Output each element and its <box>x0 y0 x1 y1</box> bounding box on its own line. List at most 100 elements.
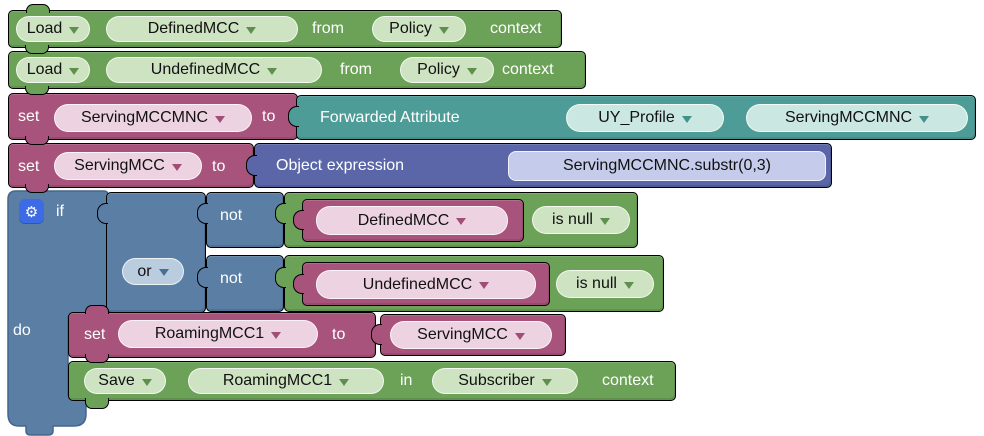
connector-tab <box>25 184 49 193</box>
value-connector-knob <box>371 324 382 345</box>
load2-from-label: from <box>340 61 372 78</box>
set3-value-label: ServingMCC <box>417 326 508 343</box>
load2-context-dropdown[interactable]: Policy <box>400 57 494 83</box>
block-or-operation[interactable] <box>106 192 206 313</box>
save-variable-dropdown[interactable]: RoamingMCC1 <box>188 368 384 394</box>
or-label: or <box>137 262 152 280</box>
profile-dropdown[interactable]: UY_Profile <box>566 104 724 132</box>
value-connector-knob <box>97 203 108 224</box>
chevron-down-icon <box>919 115 930 123</box>
value-connector-knob <box>275 203 286 224</box>
save-action-label: Save <box>98 372 135 389</box>
value-connector-knob <box>293 274 304 294</box>
set2-keyword: set <box>18 158 40 175</box>
load2-context-name: Policy <box>417 61 460 78</box>
chevron-down-icon <box>466 67 477 75</box>
value-connector-knob <box>293 210 304 230</box>
load2-action-dropdown[interactable]: Load <box>16 57 90 83</box>
set1-variable-label: ServingMCCMNC <box>80 109 209 126</box>
chevron-down-icon <box>438 26 449 34</box>
set1-to-label: to <box>262 108 276 125</box>
load1-variable-dropdown[interactable]: DefinedMCC <box>106 16 298 42</box>
chevron-down-icon <box>456 218 467 225</box>
chevron-down-icon <box>171 163 182 171</box>
mutator-gear-icon[interactable]: ⚙ <box>19 199 44 224</box>
set2-variable-dropdown[interactable]: ServingMCC <box>54 152 202 180</box>
save-variable-label: RoamingMCC1 <box>222 372 333 389</box>
set1-variable-dropdown[interactable]: ServingMCCMNC <box>54 104 252 132</box>
value-connector-knob <box>275 267 286 288</box>
connector-tab <box>25 86 49 95</box>
load-action-dropdown[interactable]: Load <box>16 16 90 42</box>
cond2-variable-dropdown[interactable]: UndefinedMCC <box>316 270 536 299</box>
set3-variable-label: RoamingMCC1 <box>154 325 265 342</box>
save-context-name: Subscriber <box>458 372 535 389</box>
value-connector-knob <box>197 267 208 288</box>
value-connector-knob <box>246 155 257 176</box>
cond2-operator-dropdown[interactable]: is null <box>556 270 654 298</box>
load2-action-label: Load <box>26 61 63 78</box>
load2-context-label: context <box>502 61 554 78</box>
or-operator-dropdown[interactable]: or <box>122 258 184 285</box>
not1-label: not <box>220 207 243 224</box>
chevron-down-icon <box>339 378 350 386</box>
attribute-label: ServingMCCMNC <box>784 109 913 126</box>
set3-value-dropdown[interactable]: ServingMCC <box>390 321 552 349</box>
forwarded-attribute-label: Forwarded Attribute <box>320 109 460 126</box>
do-keyword: do <box>13 322 31 339</box>
save-context-label: context <box>602 372 654 389</box>
load1-context-dropdown[interactable]: Policy <box>372 16 466 42</box>
connector-tab <box>85 354 109 363</box>
chevron-down-icon <box>215 115 226 123</box>
set1-keyword: set <box>18 108 40 125</box>
set2-variable-label: ServingMCC <box>74 157 165 174</box>
cond2-variable-label: UndefinedMCC <box>362 275 473 293</box>
chevron-down-icon <box>599 217 610 225</box>
expression-input[interactable]: ServingMCCMNC.substr(0,3) <box>508 151 826 181</box>
connector-tab <box>85 398 109 409</box>
block-not-2[interactable] <box>206 255 284 312</box>
save-in-label: in <box>400 372 413 389</box>
chevron-down-icon <box>541 378 552 386</box>
object-expression-label: Object expression <box>276 157 405 174</box>
set3-variable-dropdown[interactable]: RoamingMCC1 <box>118 320 318 348</box>
connector-tab <box>25 136 49 145</box>
save-action-dropdown[interactable]: Save <box>84 368 166 394</box>
chevron-down-icon <box>514 332 525 340</box>
set2-to-label: to <box>212 158 226 175</box>
chevron-down-icon <box>69 26 80 34</box>
expression-text: ServingMCCMNC.substr(0,3) <box>562 157 772 174</box>
load1-context-label: context <box>490 20 542 37</box>
if-keyword: if <box>56 203 64 220</box>
top-notch-tab <box>26 4 50 13</box>
block-not-1[interactable] <box>206 192 284 248</box>
set3-to-label: to <box>332 326 346 343</box>
cond1-operator-label: is null <box>552 211 593 228</box>
cond1-operator-dropdown[interactable]: is null <box>532 206 630 234</box>
load1-from-label: from <box>312 20 344 37</box>
profile-label: UY_Profile <box>598 109 675 126</box>
cond1-variable-label: DefinedMCC <box>357 211 450 229</box>
load2-variable-dropdown[interactable]: UndefinedMCC <box>106 57 322 83</box>
chevron-down-icon <box>141 378 152 386</box>
load1-context-name: Policy <box>389 20 432 37</box>
attribute-dropdown[interactable]: ServingMCCMNC <box>746 104 968 132</box>
chevron-down-icon <box>681 115 692 123</box>
load-action-label: Load <box>26 20 63 37</box>
chevron-down-icon <box>479 282 490 289</box>
chevron-down-icon <box>271 331 282 339</box>
load1-variable-label: DefinedMCC <box>147 20 240 37</box>
gear-glyph: ⚙ <box>24 202 39 221</box>
connector-tab <box>85 305 109 314</box>
set3-keyword: set <box>84 326 106 343</box>
value-connector-knob <box>197 203 208 224</box>
chevron-down-icon <box>267 67 278 75</box>
load2-variable-label: UndefinedMCC <box>150 61 261 78</box>
chevron-down-icon <box>246 26 257 34</box>
connector-tab <box>25 45 49 54</box>
chevron-down-icon <box>69 67 80 75</box>
not2-label: not <box>220 270 243 287</box>
cond1-variable-dropdown[interactable]: DefinedMCC <box>316 206 508 235</box>
save-context-dropdown[interactable]: Subscriber <box>432 368 578 394</box>
cond2-operator-label: is null <box>576 275 617 292</box>
